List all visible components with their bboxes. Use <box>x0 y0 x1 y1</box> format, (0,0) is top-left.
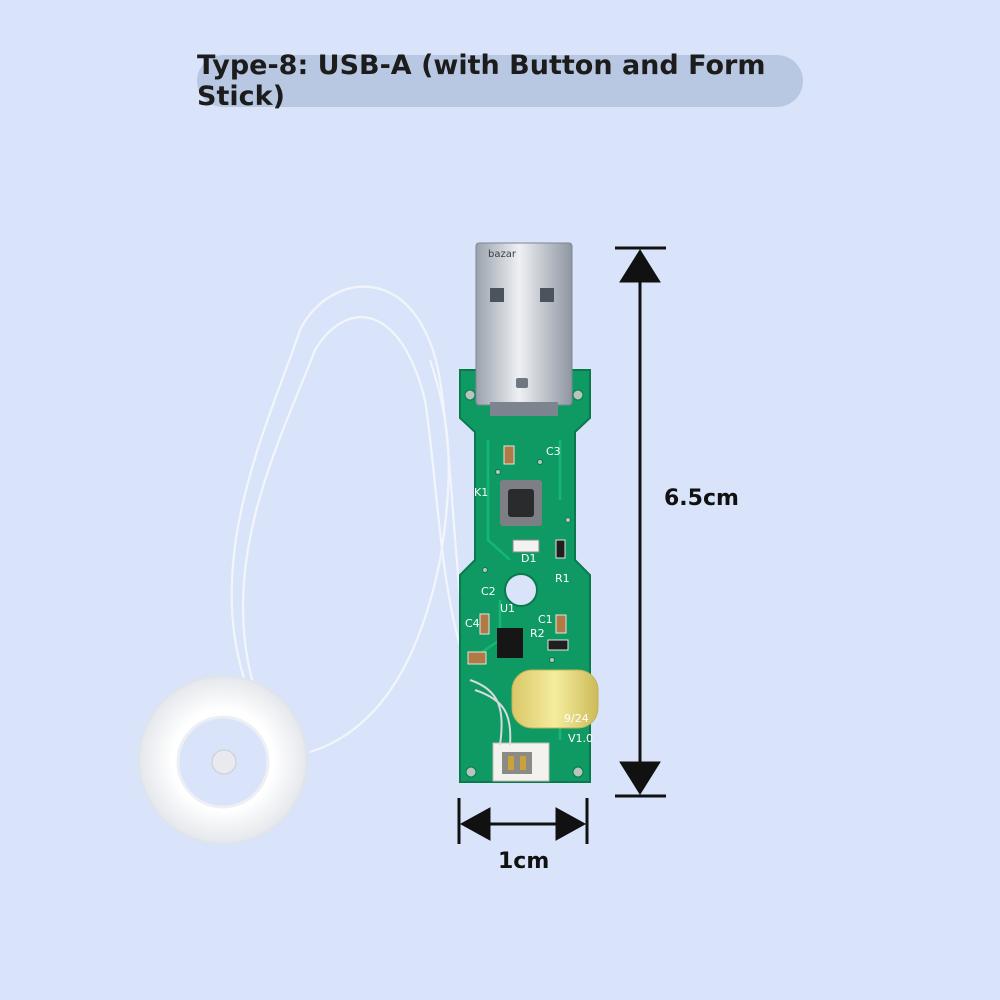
pcb-silkscreen-label: D1 <box>521 552 536 565</box>
width-dimension-marker <box>457 798 589 844</box>
width-label: 1cm <box>498 849 550 874</box>
pcb-silkscreen-label: R2 <box>530 627 545 640</box>
pcb-silkscreen-label: R1 <box>555 572 570 585</box>
title-badge: Type-8: USB-A (with Button and Form Stic… <box>197 50 803 112</box>
page-title: Type-8: USB-A (with Button and Form Stic… <box>197 50 766 112</box>
pcb-silkscreen-label: K1 <box>474 486 488 499</box>
pcb-board <box>459 369 599 783</box>
pcb-silkscreen-label: V1.0 <box>568 732 593 745</box>
pcb-silkscreen-label: C1 <box>538 613 553 626</box>
usb-a-plug <box>475 242 573 416</box>
height-dimension-marker <box>615 246 666 798</box>
pcb-silkscreen-label: C2 <box>481 585 496 598</box>
atomizer-disc <box>138 675 308 845</box>
pcb-silkscreen-label: C3 <box>546 445 561 458</box>
brand-logo: bazar <box>488 249 517 260</box>
pcb-silkscreen-label: 9/24 <box>564 712 589 725</box>
pcb-silkscreen-label: C4 <box>465 617 480 630</box>
height-label: 6.5cm <box>664 486 739 511</box>
transducer-wires <box>230 285 481 754</box>
pcb-silkscreen-label: U1 <box>500 602 515 615</box>
